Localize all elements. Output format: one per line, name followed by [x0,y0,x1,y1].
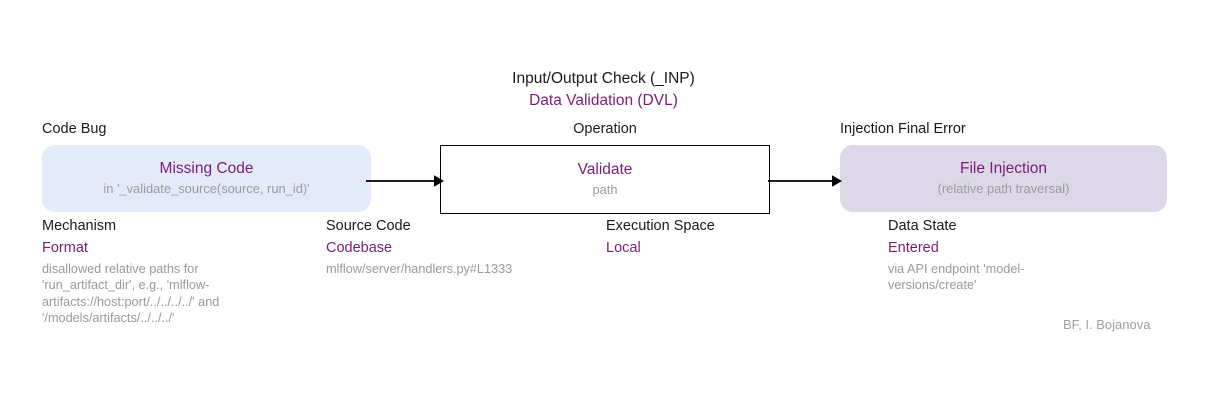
attribute-data-state-value: Entered [888,240,939,256]
attribute-source-code: Source Code Codebase mlflow/server/handl… [326,216,596,277]
attribute-data-state: Data State Entered via API endpoint 'mod… [888,216,1138,294]
node-operation-title: Validate [577,161,633,178]
node-final-error[interactable]: File Injection (relative path traversal) [840,145,1167,212]
check-type-label: Input/Output Check (_INP) [512,70,695,87]
node-code-bug-title: Missing Code [159,160,254,177]
attribute-data-state-note: via API endpoint 'model- versions/create… [888,262,1025,293]
arrow-operation-to-error [768,175,842,187]
attribute-execution-space-name: Execution Space [606,218,715,234]
attribute-source-code-note: mlflow/server/handlers.py#L1333 [326,262,513,276]
attribute-mechanism-value: Format [42,240,88,256]
attribute-execution-space-value: Local [606,240,641,256]
node-final-error-title: File Injection [959,160,1047,177]
check-class-label: Data Validation (DVL) [529,92,678,109]
attribute-source-code-name: Source Code [326,218,411,234]
node-operation[interactable]: Validate path [440,145,770,214]
node-code-bug[interactable]: Missing Code in '_validate_source(source… [42,145,371,212]
attribute-mechanism: Mechanism Format disallowed relative pat… [42,216,322,327]
node-code-bug-subtitle: in '_validate_source(source, run_id)' [103,181,310,196]
attribute-mechanism-name: Mechanism [42,218,117,234]
node-operation-subtitle: path [592,182,618,197]
attribute-data-state-name: Data State [888,218,957,234]
attribute-execution-space: Execution Space Local [606,216,836,261]
check-type-heading: Input/Output Check (_INP) Data Validatio… [0,68,1207,112]
credit-label: BF, I. Bojanova [1063,317,1151,332]
caption-operation: Operation [573,121,637,137]
node-final-error-subtitle: (relative path traversal) [937,181,1070,196]
caption-code-bug: Code Bug [42,121,107,137]
attribute-source-code-value: Codebase [326,240,393,256]
attribute-mechanism-note: disallowed relative paths for 'run_artif… [42,262,220,326]
arrow-bug-to-operation [366,175,444,187]
caption-injection-final-error: Injection Final Error [840,121,966,137]
